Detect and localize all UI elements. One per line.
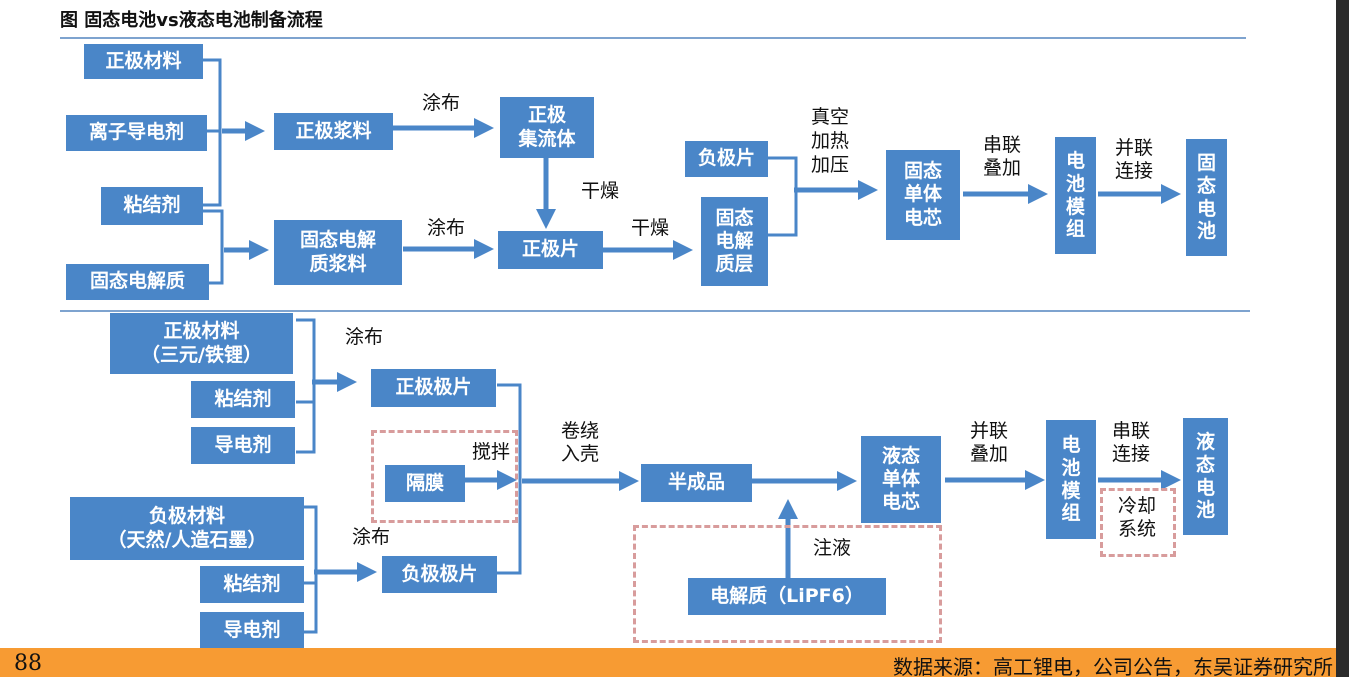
input-solid-electrolyte: 固态电解质 — [66, 264, 209, 300]
conductive-agent-box-1: 导电剂 — [191, 427, 295, 464]
cathode-electrode-box: 正极极片 — [371, 369, 496, 407]
liquid-battery-box: 液 态 电 池 — [1183, 418, 1228, 535]
wind-into-case-label: 卷绕 入壳 — [560, 420, 599, 466]
input-ionic-conductor: 离子导电剂 — [66, 115, 207, 151]
electrolyte-slurry-box: 固态电解 质浆料 — [274, 220, 402, 285]
solid-electrolyte-layer-box: 固态 电解 质层 — [701, 197, 768, 286]
section-divider — [60, 310, 1250, 312]
liquid-cell-box: 液态 单体 电芯 — [861, 436, 941, 523]
current-collector-box: 正极 集流体 — [500, 97, 594, 158]
input-binder: 粘结剂 — [101, 187, 203, 225]
parallel-connect-label: 并联 连接 — [1114, 137, 1153, 183]
parallel-stack-label: 并联 叠加 — [969, 420, 1008, 466]
cathode-sheet-box: 正极片 — [498, 231, 603, 269]
input-cathode-material: 正极材料 — [84, 44, 203, 79]
cooling-dashed-frame — [1100, 488, 1176, 557]
electrolyte-lipf6-box: 电解质（LiPF6） — [688, 578, 886, 615]
binder-box-1: 粘结剂 — [191, 381, 295, 418]
dry-label-top-2: 干燥 — [630, 217, 669, 239]
inject-liquid-label: 注液 — [812, 537, 851, 559]
anode-material-box: 负极材料 （天然/人造石墨） — [70, 497, 304, 560]
conductive-agent-box-2: 导电剂 — [200, 612, 304, 649]
window-edge-bar — [1336, 0, 1349, 677]
figure-title: 图 固态电池vs液态电池制备流程 — [60, 10, 323, 31]
semi-finished-box: 半成品 — [641, 464, 752, 502]
coat-label-top-1: 涂布 — [421, 92, 460, 114]
separator-box: 隔膜 — [385, 465, 465, 502]
data-source: 数据来源：高工锂电，公司公告，东吴证券研究所 — [893, 655, 1333, 679]
anode-sheet-box: 负极片 — [685, 141, 768, 177]
cathode-slurry-box: 正极浆料 — [274, 113, 393, 150]
coat-label-top-2: 涂布 — [426, 217, 465, 239]
dry-label-top-1: 干燥 — [580, 180, 619, 202]
footer-bar — [0, 648, 1336, 677]
page-number: 88 — [14, 651, 42, 676]
stir-label: 搅拌 — [471, 441, 510, 463]
battery-module-box-bottom: 电 池 模 组 — [1046, 420, 1096, 539]
solid-cell-box: 固态 单体 电芯 — [886, 150, 960, 240]
binder-box-2: 粘结剂 — [200, 566, 304, 603]
anode-electrode-box: 负极极片 — [382, 556, 497, 593]
title-rule — [60, 37, 1246, 39]
series-stack-label: 串联 叠加 — [982, 134, 1021, 180]
solid-battery-box: 固 态 电 池 — [1186, 139, 1227, 256]
cooling-system-label: 冷却 系统 — [1117, 495, 1156, 541]
coat-label-bottom-2: 涂布 — [351, 526, 390, 548]
battery-module-box-top: 电 池 模 组 — [1055, 137, 1096, 254]
electrolyte-dashed-frame — [633, 525, 942, 643]
separator-dashed-frame — [371, 430, 518, 523]
vacuum-heat-press-label: 真空 加热 加压 — [810, 106, 849, 176]
coat-label-bottom-1: 涂布 — [344, 326, 383, 348]
cathode-material-box: 正极材料 （三元/铁锂） — [110, 313, 293, 374]
series-connect-label: 串联 连接 — [1111, 420, 1150, 466]
